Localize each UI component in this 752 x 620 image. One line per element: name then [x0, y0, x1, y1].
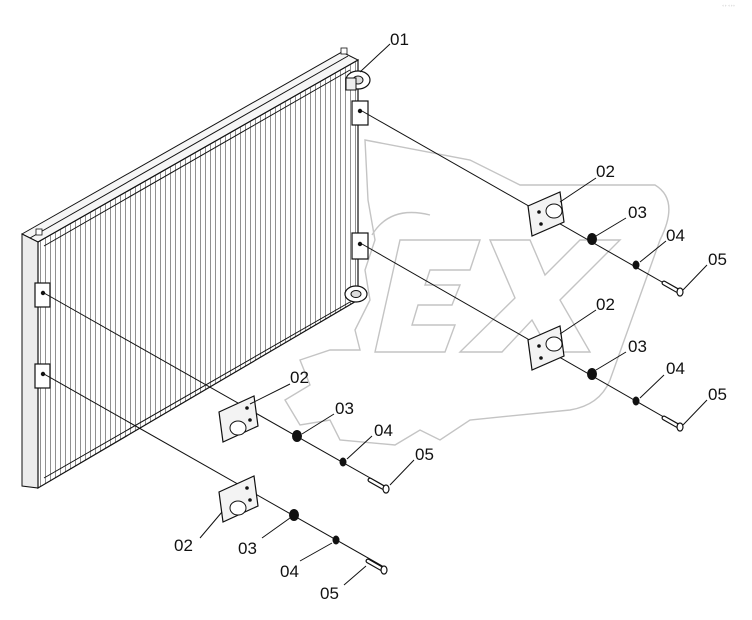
mount-tab-right-lower [351, 232, 369, 260]
bolt-group-a [661, 280, 684, 297]
mount-tab-right-upper [351, 100, 369, 126]
lock-washer-group-d [332, 535, 340, 545]
callout-04-group-d: 04 [280, 562, 299, 581]
callout-03-group-a: 03 [628, 203, 647, 222]
mount-tab-left-lower [34, 363, 51, 389]
lock-washer-group-a [632, 260, 640, 270]
outlet-fitting [344, 285, 368, 303]
bolt-group-d [365, 558, 388, 575]
lock-washer-group-c [339, 457, 347, 467]
callout-04-group-b: 04 [666, 359, 685, 378]
callout-04-group-c: 04 [374, 421, 393, 440]
washer-group-c [292, 430, 302, 442]
corner-mark: ◦◦ ◦◦◦ [722, 3, 735, 8]
bolt-group-b [661, 415, 684, 432]
bracket-group-b [527, 325, 565, 371]
bolt-group-c [367, 477, 390, 494]
callout-03-group-d: 03 [238, 539, 257, 558]
inlet-fitting [345, 70, 371, 91]
callout-05-group-b: 05 [708, 385, 727, 404]
callout-05-group-d: 05 [320, 584, 339, 603]
callout-05-group-a: 05 [708, 250, 727, 269]
callout-04-group-a: 04 [666, 226, 685, 245]
bracket-group-a [527, 191, 565, 237]
callout-02-group-b: 02 [596, 295, 615, 314]
callout-02-group-d: 02 [174, 536, 193, 555]
leader-lines [199, 43, 708, 586]
washer-group-b [587, 368, 597, 380]
callout-01-condenser: 01 [390, 30, 409, 49]
callout-02-group-c: 02 [290, 368, 309, 387]
mount-tab-left-upper [34, 282, 51, 308]
bracket-group-d [218, 475, 259, 523]
washer-group-d [289, 509, 299, 521]
callout-03-group-b: 03 [628, 337, 647, 356]
callout-05-group-c: 05 [415, 445, 434, 464]
callout-03-group-c: 03 [335, 399, 354, 418]
condenser-core [20, 47, 360, 490]
callout-02-group-a: 02 [596, 162, 615, 181]
washer-group-a [587, 233, 597, 245]
lock-washer-group-b [632, 396, 640, 406]
bracket-group-c [218, 395, 259, 443]
assembly-lines [43, 110, 677, 568]
watermark-logo [284, 139, 670, 446]
